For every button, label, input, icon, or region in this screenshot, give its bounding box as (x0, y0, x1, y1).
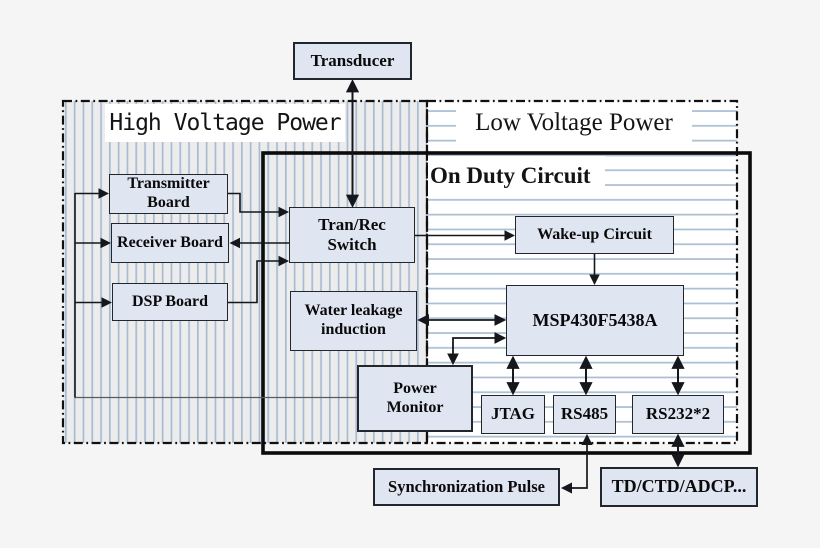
node-transmitter-board: Transmitter Board (109, 174, 228, 214)
node-sync-pulse: Synchronization Pulse (373, 468, 560, 506)
node-td-ctd-adcp: TD/CTD/ADCP... (600, 467, 758, 507)
on-duty-region-label: On Duty Circuit (428, 156, 605, 196)
arrow-msp-powermonitor-icon (447, 332, 507, 366)
node-receiver-board: Receiver Board (111, 223, 229, 263)
arrow-dsp-tranrec-icon (228, 255, 289, 304)
low-voltage-region (427, 101, 737, 443)
high-voltage-region-label: High Voltage Power (105, 104, 345, 142)
low-voltage-border (425, 99, 739, 445)
node-rs485: RS485 (553, 395, 616, 434)
arrow-rs485-syncpulse-icon (560, 433, 593, 494)
low-voltage-region-label: Low Voltage Power (456, 103, 692, 142)
node-jtag: JTAG (481, 395, 545, 434)
node-wake-up-circuit: Wake-up Circuit (515, 216, 674, 254)
node-power-monitor: Power Monitor (357, 365, 473, 432)
node-dsp-board: DSP Board (112, 283, 228, 321)
arrow-transmitter-tranrec-icon (228, 192, 289, 218)
node-tran-rec-switch: Tran/Rec Switch (289, 207, 415, 263)
node-water-leakage: Water leakage induction (290, 291, 417, 351)
node-msp430f5438a: MSP430F5438A (506, 285, 684, 356)
node-rs232x2: RS232*2 (632, 395, 724, 434)
node-transducer: Transducer (293, 42, 412, 80)
